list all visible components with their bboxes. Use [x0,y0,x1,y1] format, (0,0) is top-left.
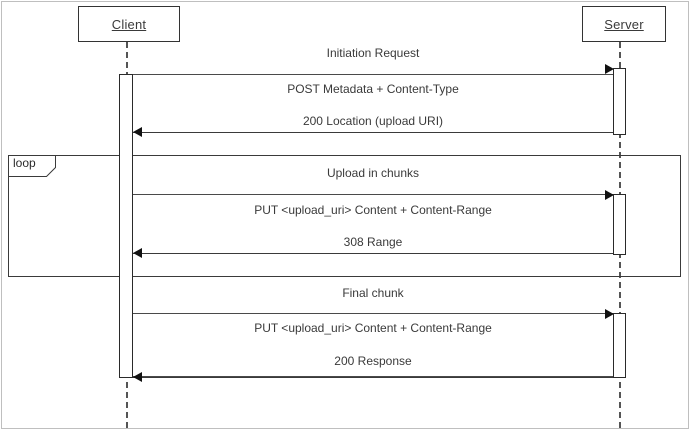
participant-client-label: Client [111,16,147,32]
message-line-200-location [133,132,620,133]
participant-server-label: Server [604,16,644,32]
message-label-308-range: 308 Range [343,235,403,249]
message-label-put-final-chunk: PUT <upload_uri> Content + Content-Range [254,321,492,335]
section-header-final: Final chunk [342,286,404,300]
section-header-initiation: Initiation Request [326,46,420,60]
message-line-308-range [133,253,620,254]
arrow-head-200-response [133,372,142,382]
fragment-loop-tab: loop [8,155,56,177]
message-label-post-metadata: POST Metadata + Content-Type [287,82,459,96]
participant-server[interactable]: Server [582,6,666,42]
arrow-head-308-range [133,248,142,258]
activation-bar-server-initiation [613,68,626,135]
activation-bar-server-chunk [613,194,626,255]
activation-bar-server-final [613,313,626,378]
fragment-loop-label: loop [13,156,36,170]
message-label-put-chunk: PUT <upload_uri> Content + Content-Range [254,203,492,217]
activation-bar-client [119,74,133,378]
message-line-200-response [133,377,620,378]
arrow-head-put-chunk [605,190,614,200]
message-label-200-location: 200 Location (upload URI) [302,114,444,128]
arrow-head-post-metadata [605,64,614,74]
arrow-head-200-location [133,127,142,137]
arrow-head-put-final-chunk [605,309,614,319]
message-label-200-response: 200 Response [334,354,412,368]
section-header-chunks: Upload in chunks [326,166,420,180]
participant-client[interactable]: Client [78,6,180,42]
fragment-loop-tab-shape [8,155,56,177]
fragment-loop-frame [8,155,681,277]
